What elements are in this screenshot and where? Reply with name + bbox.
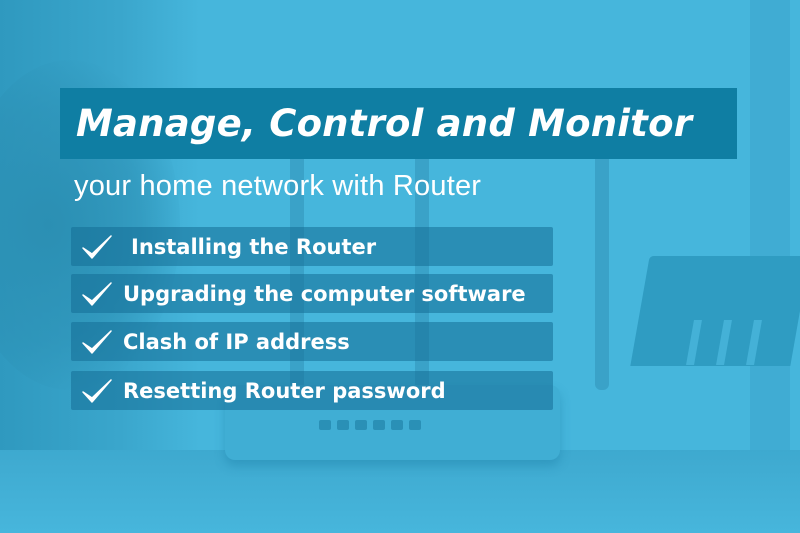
router-port [409,420,421,430]
router-antenna [595,150,609,390]
headline-title: Manage, Control and Monitor [76,102,693,145]
feature-item: Upgrading the computer software [71,274,553,313]
checkmark-icon [71,227,123,266]
router-port [391,420,403,430]
chair-silhouette [630,256,800,366]
feature-item: Clash of IP address [71,322,553,361]
feature-item: Resetting Router password [71,371,553,410]
feature-label: Upgrading the computer software [123,281,526,306]
table-surface [0,450,800,533]
feature-label: Installing the Router [131,234,377,259]
headline-banner: Manage, Control and Monitor [60,88,737,159]
feature-label: Clash of IP address [123,329,350,354]
router-port [373,420,385,430]
checkmark-icon [71,371,123,410]
checkmark-icon [71,322,123,361]
router-port [337,420,349,430]
headline-subtitle: your home network with Router [74,170,482,202]
feature-label: Resetting Router password [123,378,446,403]
router-port [319,420,331,430]
router-port [355,420,367,430]
checkmark-icon [71,274,123,313]
feature-item: Installing the Router [71,227,553,266]
